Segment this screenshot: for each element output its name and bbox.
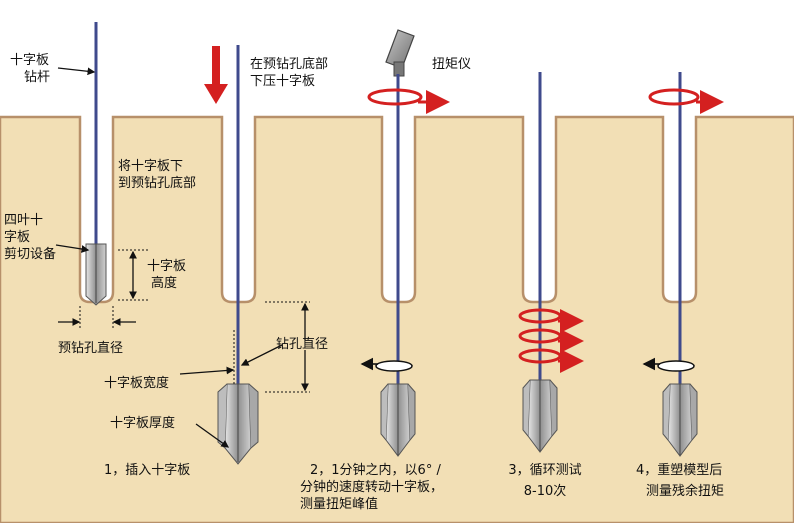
blade-pointer-1 <box>55 244 90 253</box>
bore-diameter-label: 钻孔直径 <box>276 337 329 352</box>
step-2-caption: 2，1分钟之内，以6° / 分钟的速度转动十字板， 测量扭矩峰值 <box>300 462 443 513</box>
vane-thickness-label: 十字板厚度 <box>110 416 176 431</box>
vane-blade-3 <box>380 383 416 457</box>
cyclic-rotation-arrows <box>518 308 584 373</box>
vane-blade-2 <box>217 383 259 465</box>
lower-vane-label: 将十字板下 到预钻孔底部 <box>118 158 196 192</box>
residual-torque-arrow <box>642 357 695 372</box>
lower-vane-label-line1: 将十字板下 <box>118 159 184 174</box>
torque-meter <box>385 29 415 77</box>
push-down-label: 在预钻孔底部 下压十字板 <box>250 56 328 90</box>
vane-height-dimension <box>118 249 150 301</box>
vane-blade-5 <box>662 383 698 457</box>
peak-torque-arrow <box>360 357 413 372</box>
step-3-caption-line1: 3，循环测试 <box>508 463 582 478</box>
four-blade-label-line3: 剪切设备 <box>4 247 57 262</box>
vane-blade-4 <box>522 379 558 453</box>
vane-thickness-pointer <box>195 423 230 448</box>
prebore-diameter-label: 预钻孔直径 <box>58 341 124 356</box>
step-2-caption-line3: 测量扭矩峰值 <box>300 497 379 512</box>
bore-diameter-dimension <box>233 301 310 393</box>
four-blade-label-line2: 字板 <box>4 230 31 245</box>
step-4-caption-line2: 测量残余扭矩 <box>646 484 725 499</box>
vane-width-label: 十字板宽度 <box>104 376 170 391</box>
rotation-arrow-5 <box>648 88 724 114</box>
step-2-caption-line1: 2，1分钟之内，以6° / <box>310 463 441 478</box>
push-down-label-line2: 下压十字板 <box>250 74 316 89</box>
four-blade-vane-label: 四叶十 字板 剪切设备 <box>4 212 56 263</box>
step-3-caption: 3，循环测试 8-10次 <box>500 462 590 500</box>
rotation-arrow-3 <box>367 88 450 114</box>
torque-meter-label: 扭矩仪 <box>432 57 472 72</box>
step-3-caption-line2: 8-10次 <box>523 484 567 499</box>
step-4-caption-line1: 4，重塑模型后 <box>636 463 723 478</box>
push-down-label-line1: 在预钻孔底部 <box>250 57 329 72</box>
vane-height-label-line2: 高度 <box>151 276 178 291</box>
vane-rod-label-line2: 钻杆 <box>24 70 51 85</box>
push-down-arrow <box>204 46 228 104</box>
prebore-diameter-dimension <box>58 306 136 328</box>
bore-label-pointer <box>240 344 283 366</box>
step-1-caption-line1: 1，插入十字板 <box>104 463 191 478</box>
vane-rod-label-line1: 十字板 <box>10 53 50 68</box>
four-blade-label-line1: 四叶十 <box>4 213 44 228</box>
vane-blade-1 <box>85 243 107 306</box>
vane-width-pointer <box>179 366 235 375</box>
vane-height-label-line1: 十字板 <box>147 259 187 274</box>
step-1-caption: 1，插入十字板 <box>104 462 190 479</box>
rod-pointer-1 <box>57 67 96 76</box>
vane-rod-label: 十字板 钻杆 <box>10 52 50 86</box>
step-2-caption-line2: 分钟的速度转动十字板， <box>300 480 444 495</box>
step-4-caption: 4，重塑模型后 测量残余扭矩 <box>636 462 724 500</box>
vane-height-label: 十字板 高度 <box>147 258 186 292</box>
lower-vane-label-line2: 到预钻孔底部 <box>118 176 197 191</box>
